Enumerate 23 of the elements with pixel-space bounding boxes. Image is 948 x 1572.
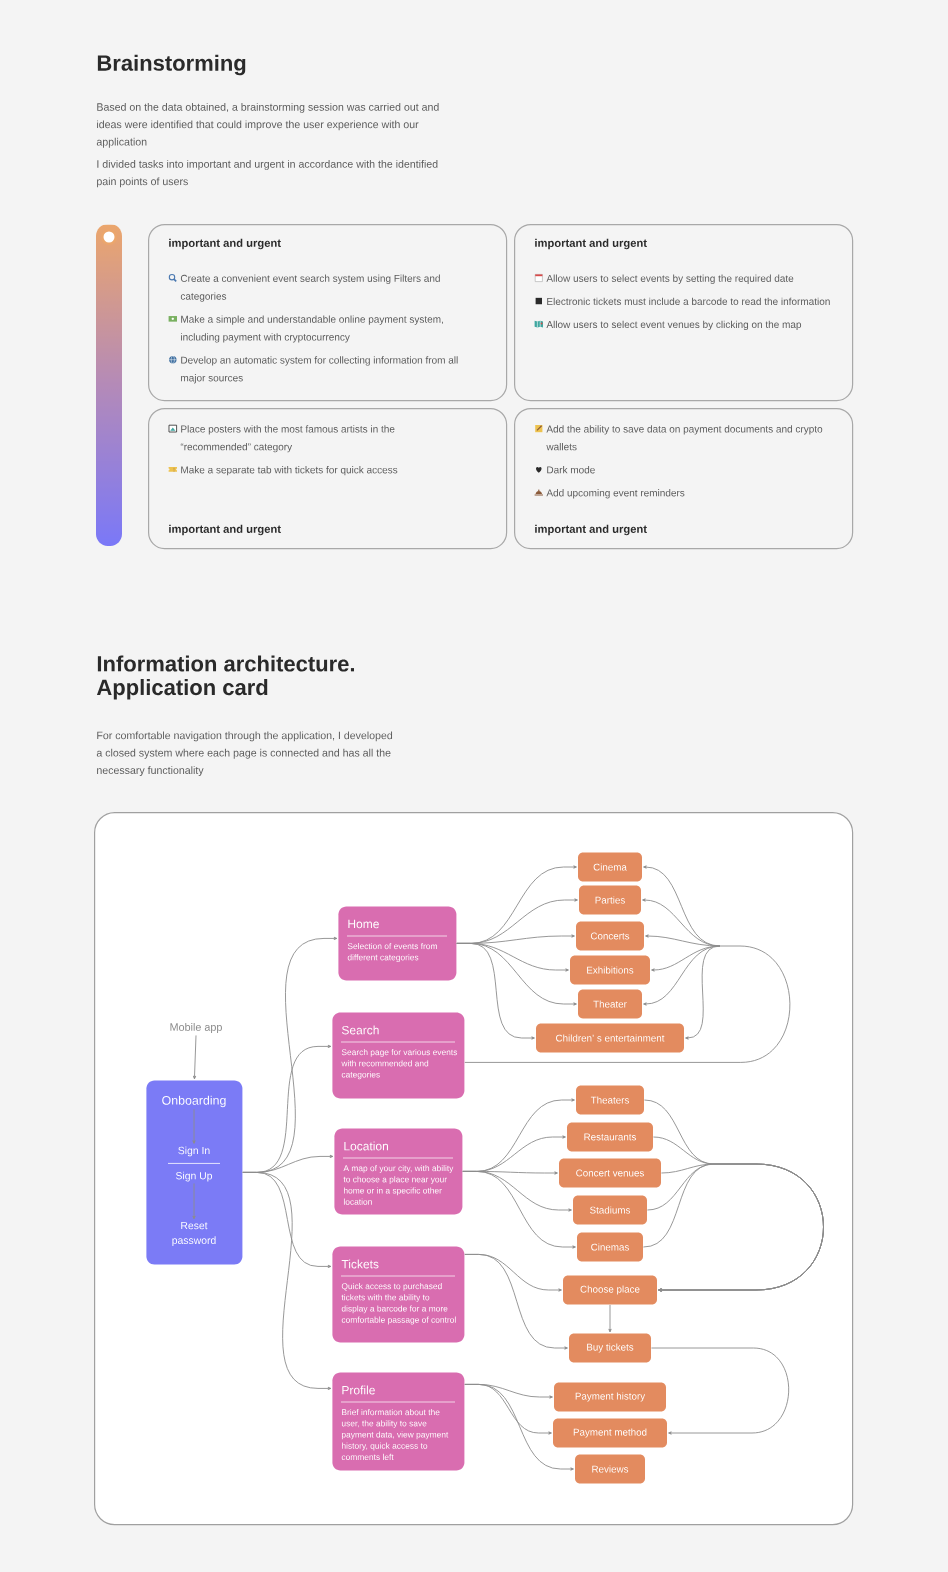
arrow bbox=[192, 1035, 197, 1080]
arrow bbox=[192, 1108, 196, 1144]
task-card bbox=[514, 224, 854, 402]
task-card bbox=[148, 224, 508, 402]
arrow bbox=[192, 1183, 196, 1220]
page-card bbox=[334, 1128, 463, 1215]
page-card bbox=[332, 1372, 465, 1471]
arrow bbox=[608, 1304, 612, 1333]
task-card bbox=[148, 408, 508, 550]
arrow bbox=[464, 1383, 574, 1471]
page-card bbox=[332, 1012, 465, 1099]
arrow bbox=[650, 1347, 790, 1435]
heading: Information architecture. Application card bbox=[96, 655, 354, 700]
arrow bbox=[456, 942, 535, 1040]
arrow bbox=[242, 1171, 332, 1391]
arrow bbox=[464, 865, 791, 1063]
page-card bbox=[338, 906, 457, 981]
onboarding-panel bbox=[146, 1080, 243, 1265]
arrow bbox=[464, 1253, 568, 1350]
page-card bbox=[332, 1246, 465, 1343]
heading: Brainstorming bbox=[97, 54, 246, 76]
arrow bbox=[462, 1170, 576, 1249]
task-card bbox=[514, 408, 854, 550]
